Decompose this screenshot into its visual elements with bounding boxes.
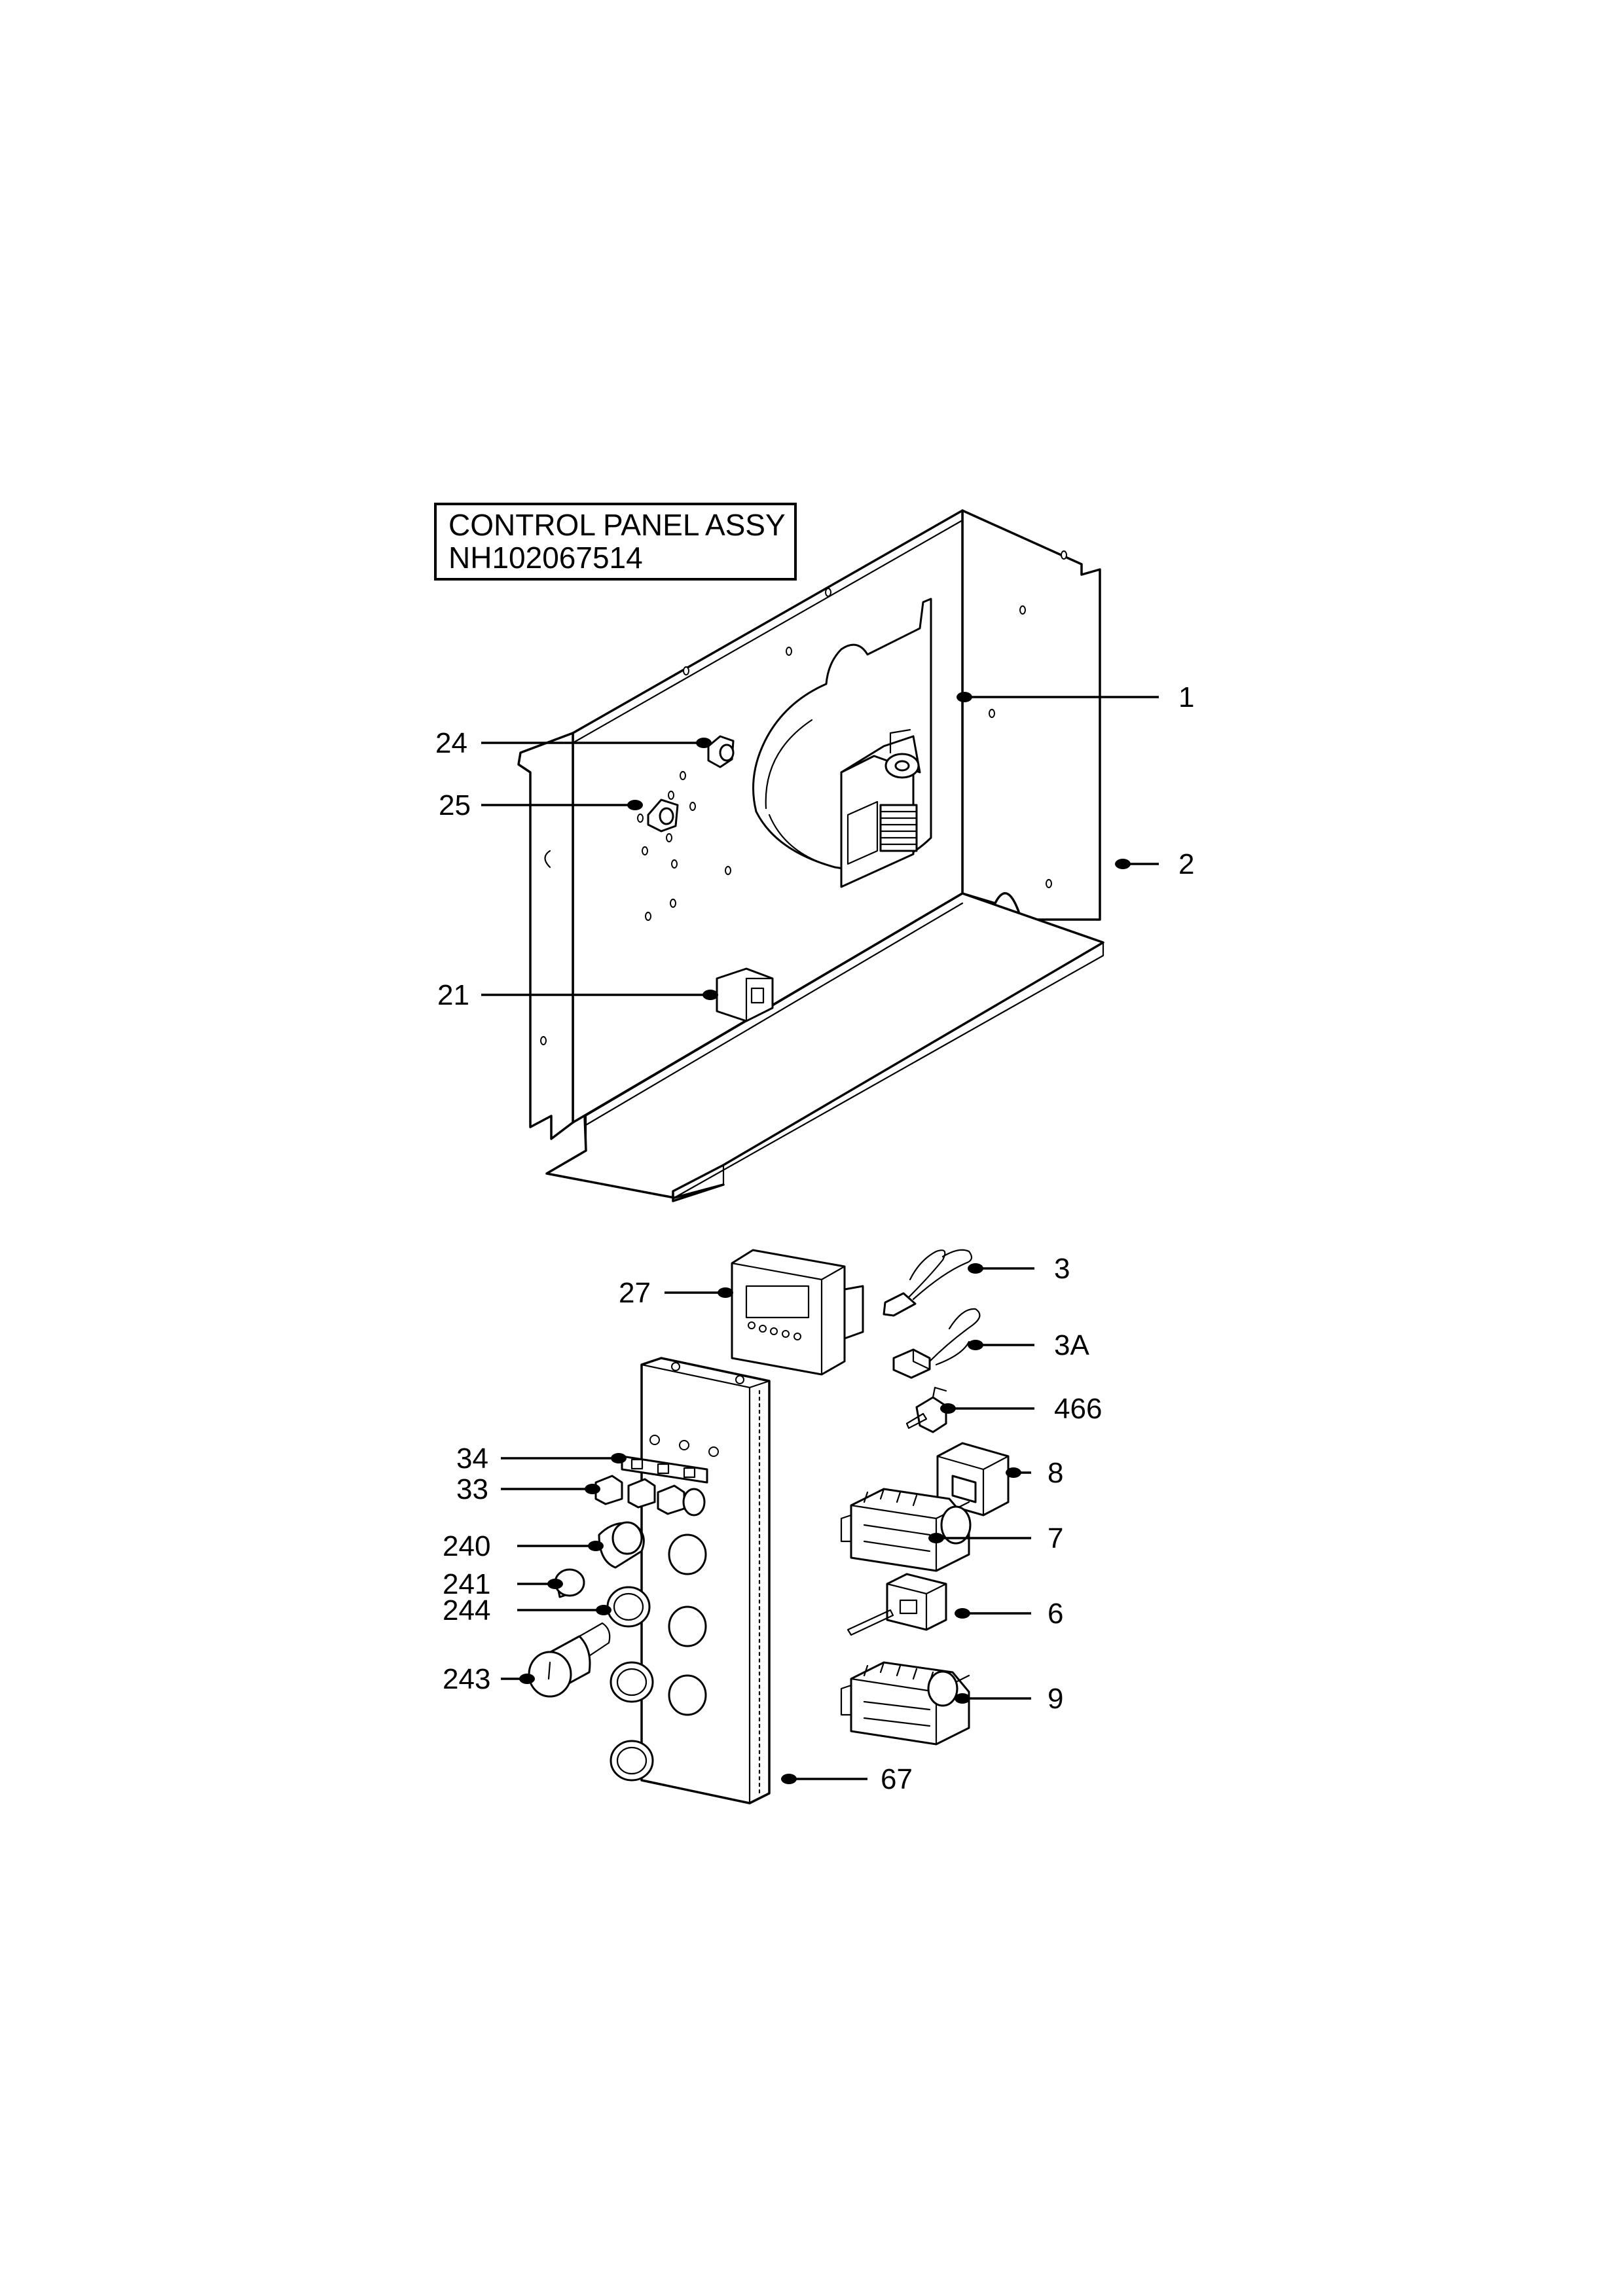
callout-label-6: 6 — [1048, 1598, 1063, 1630]
part-243-control-knob — [528, 1622, 611, 1698]
part-6-thermostat — [847, 1573, 947, 1636]
callout-33: 33 — [456, 1473, 600, 1505]
part-9-rotary-selector — [840, 1661, 970, 1746]
title-line-2: NH102067514 — [448, 541, 643, 575]
callout-9: 9 — [955, 1683, 1063, 1715]
callout-27: 27 — [619, 1277, 733, 1309]
part-241-lamp — [554, 1568, 585, 1598]
callout-label-240: 240 — [443, 1530, 490, 1562]
callout-6: 6 — [955, 1598, 1063, 1630]
callout-466: 466 — [940, 1393, 1102, 1425]
part-67-front-panel — [640, 1357, 771, 1804]
callout-label-24: 24 — [435, 727, 467, 759]
callout-7: 7 — [928, 1522, 1063, 1554]
part-7-rotary-selector — [840, 1488, 972, 1572]
callout-21: 21 — [437, 979, 718, 1011]
callout-label-3: 3 — [1054, 1253, 1070, 1285]
fan-blower-assembly — [752, 598, 932, 888]
callout-label-243: 243 — [443, 1663, 490, 1695]
mounting-holes — [540, 550, 1067, 1045]
callout-label-9: 9 — [1048, 1683, 1063, 1715]
callout-67: 67 — [781, 1763, 913, 1795]
callout-3a: 3A — [968, 1329, 1089, 1361]
callout-244: 244 — [443, 1594, 611, 1626]
title-line-1: CONTROL PANEL ASSY — [448, 508, 786, 542]
part-244-bezels — [606, 1586, 654, 1782]
callout-label-21: 21 — [437, 979, 469, 1011]
callout-label-2: 2 — [1178, 848, 1194, 880]
part-33-lenses — [594, 1475, 706, 1516]
callout-label-466: 466 — [1054, 1393, 1102, 1425]
callout-240: 240 — [443, 1530, 604, 1562]
callout-241: 241 — [443, 1568, 563, 1600]
title-block: CONTROL PANEL ASSY NH102067514 — [434, 503, 797, 581]
callout-8: 8 — [1006, 1457, 1063, 1489]
callout-label-7: 7 — [1048, 1522, 1063, 1554]
part-34-terminal-plate — [621, 1455, 708, 1484]
callout-25: 25 — [439, 789, 643, 821]
part-3a-sensor-connector — [892, 1308, 981, 1379]
callout-1: 1 — [957, 681, 1194, 713]
part-21-relay — [716, 967, 774, 1022]
callout-3: 3 — [968, 1253, 1070, 1285]
callout-label-34: 34 — [456, 1443, 488, 1475]
part-8-switch — [936, 1442, 1010, 1516]
part-3-sensor-probe — [883, 1249, 973, 1317]
callout-label-27: 27 — [619, 1277, 651, 1309]
callout-label-33: 33 — [456, 1473, 488, 1505]
part-27-digital-timer — [731, 1249, 864, 1376]
callout-34: 34 — [456, 1443, 627, 1475]
motor-coil — [879, 804, 918, 852]
part-240-lamp-holder — [598, 1521, 645, 1569]
part-25-thermostat — [647, 798, 679, 833]
part-466-clip — [905, 1386, 947, 1433]
callout-label-25: 25 — [439, 789, 471, 821]
callout-243: 243 — [443, 1663, 535, 1695]
callout-label-241: 241 — [443, 1568, 490, 1600]
callout-label-244: 244 — [443, 1594, 490, 1626]
callout-label-3a: 3A — [1054, 1329, 1089, 1361]
part-24-thermostat — [707, 735, 735, 768]
callout-label-8: 8 — [1048, 1457, 1063, 1489]
callout-24: 24 — [435, 727, 712, 759]
callout-label-1: 1 — [1178, 681, 1194, 713]
callout-label-67: 67 — [881, 1763, 913, 1795]
callout-2: 2 — [1115, 848, 1194, 880]
